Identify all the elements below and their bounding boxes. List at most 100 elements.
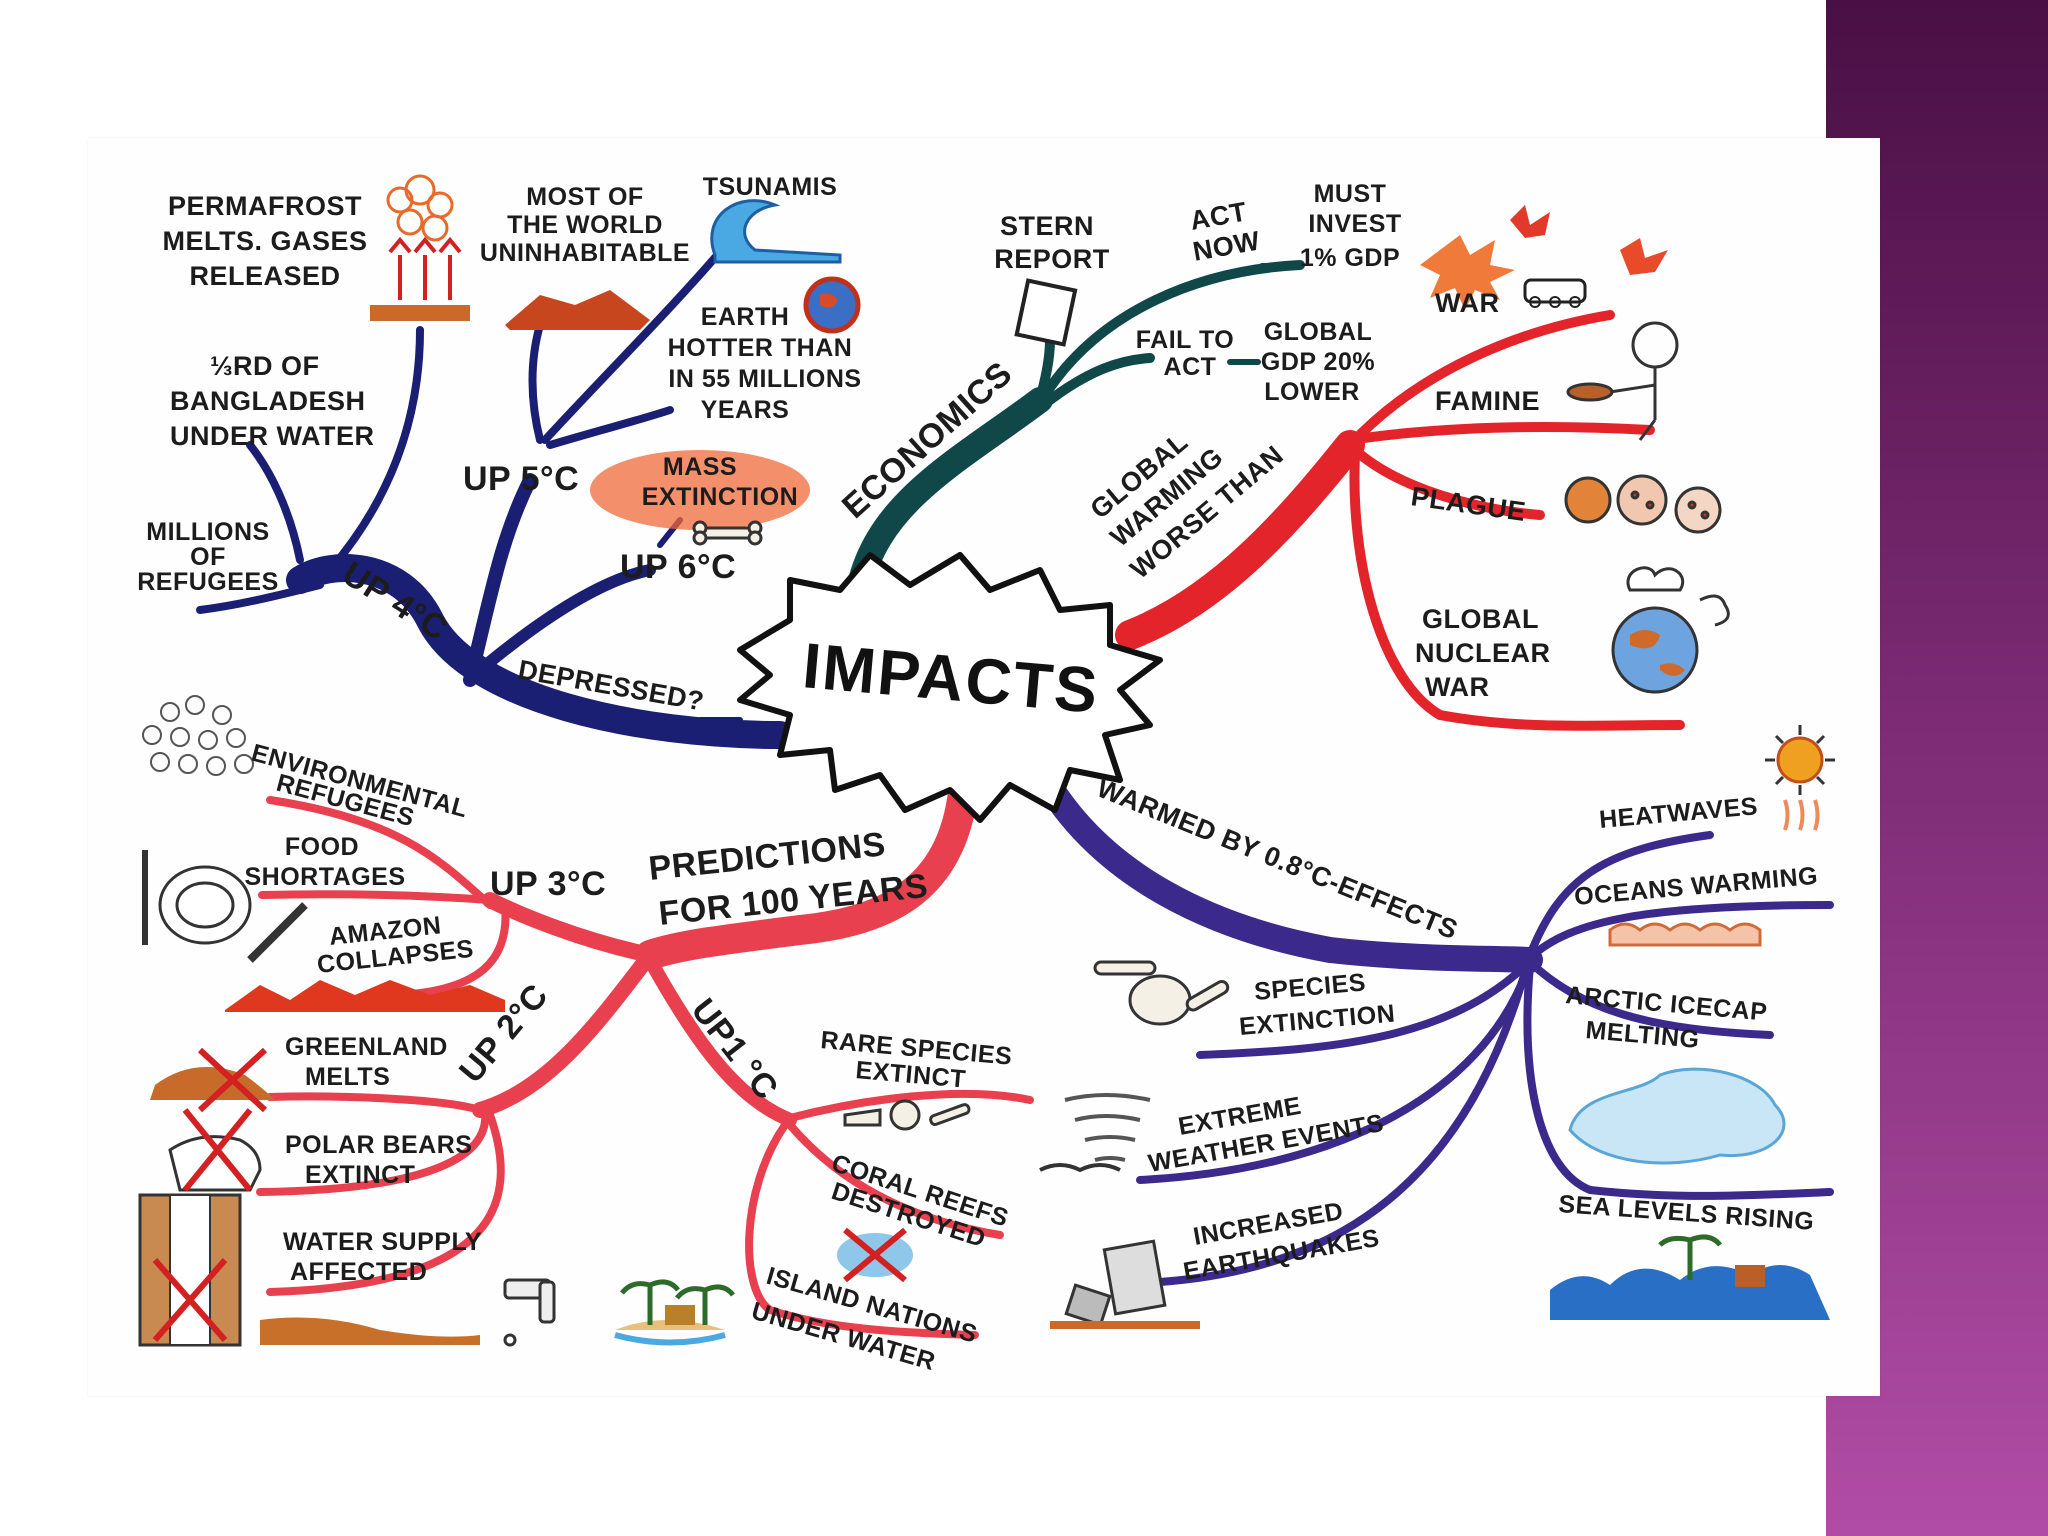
label-water-2: AFFECTED [290,1258,427,1286]
forest-fire-icon [225,980,505,1012]
well-icon [138,1193,242,1347]
label-must-invest-2: INVEST [1308,210,1401,238]
label-fail-to-act-1: FAIL TO [1136,326,1234,354]
label-millions-refugees-1: MILLIONS [146,518,269,546]
branch-famine [1345,422,1655,445]
branch-water [266,1111,505,1296]
label-nuclear-war-1: GLOBAL [1422,604,1539,634]
hot-land-icon [505,290,650,330]
label-up6: UP 6°C [620,548,736,586]
hot-earth-icon [803,276,861,334]
branch-millions-refugees [196,581,324,614]
branch-up5 [463,473,537,687]
branch-plague [1350,445,1545,520]
label-stern-2: REPORT [994,244,1110,274]
label-fail-to-act-2: ACT [1164,353,1217,381]
branch-earth-hotter [546,406,674,449]
label-mass-extinction-2: EXTINCTION [642,483,798,511]
branch-temperature [196,236,794,749]
label-polar-1: POLAR BEARS [285,1131,472,1159]
center-node: IMPACTS [737,552,1163,823]
tornado-icon [1039,1093,1151,1173]
branch-amazon [396,901,510,999]
label-tsunamis: TSUNAMIS [703,173,838,201]
report-paper-icon [1014,278,1078,347]
branch-greenland [266,1092,484,1114]
label-millions-refugees-2: OF [190,543,226,571]
label-permafrost-3: RELEASED [189,261,340,291]
branch-up6 [474,564,656,676]
coral-reef-icon [837,1227,913,1283]
branch-fail-to-act [1045,353,1155,405]
label-polar-2: EXTINCT [305,1161,415,1189]
label-bangladesh-1: ⅓RD OF [210,351,320,381]
branch-worse-than-trunk [1115,430,1365,650]
branch-oceans [1526,901,1834,962]
branch-temperature-trunk [286,554,794,749]
earthquake-icon [1050,1239,1200,1329]
label-greenland-2: MELTS [305,1063,390,1091]
label-nuclear-war-3: WAR [1425,672,1490,702]
branch-war [1345,310,1615,450]
label-food-2: SHORTAGES [245,863,406,891]
ocean-waves-icon [1608,922,1762,947]
decorations [138,174,1835,1347]
label-food-1: FOOD [285,833,359,861]
label-must-invest-3: 1% GDP [1300,244,1400,272]
tap-icon [503,1278,556,1347]
skeleton-icon [1093,960,1230,1026]
branch-heatwaves [1526,831,1714,959]
label-earth-hotter-4: YEARS [701,396,790,424]
branch-predictions-trunk [635,755,980,970]
branch-island [745,1121,979,1339]
label-warmed: WARMED BY 0.8°C-EFFECTS [1093,773,1462,946]
dry-land-icon [260,1317,480,1345]
branch-warmed-trunk [1027,757,1543,973]
label-bangladesh-3: UNDER WATER [170,421,375,451]
island-icon [614,1279,735,1346]
label-water-1: WATER SUPPLY [283,1228,482,1256]
permafrost-gas-icon [370,174,470,321]
label-millions-refugees-3: REFUGEES [137,568,279,596]
branch-food [258,890,494,904]
refugee-faces-icon [142,695,254,776]
branch-earthquakes [1156,968,1529,1286]
sun-icon [1765,725,1835,831]
center-starburst [737,552,1163,823]
label-up3: UP 3°C [490,865,606,903]
label-uninhabitable-1: MOST OF [526,183,643,211]
label-mass-extinction-1: MASS [663,453,737,481]
branch-weather [1136,964,1532,1184]
tsunami-icon [710,199,842,264]
branch-predictions [256,755,1034,1339]
label-bangladesh-2: BANGLADESH [170,386,366,416]
label-nuclear-war-2: NUCLEAR [1415,638,1551,668]
nuclear-earth-icon [1611,566,1730,694]
branch-permafrost [326,326,424,574]
branch-uninhabitable [528,321,544,444]
branch-bangladesh [246,441,304,564]
branch-warmed [1027,757,1834,1286]
label-gdp-lower-2: GDP 20% [1261,348,1375,376]
skull-icon [843,1099,971,1131]
label-greenland-1: GREENLAND [285,1033,448,1061]
label-uninhabitable-3: UNINHABITABLE [480,239,690,267]
branch-tsunamis [541,236,734,444]
ice-cap-icon [1568,1067,1786,1165]
plague-faces-icon [1564,474,1722,534]
branch-up3 [482,892,658,963]
branch-up1 [643,953,797,1127]
label-permafrost-1: PERMAFROST [168,191,362,221]
branch-coral [786,1121,1004,1239]
branch-worse-than [1115,310,1685,731]
label-species-1: SPECIES [1253,968,1367,1006]
label-earth-hotter-2: HOTTER THAN [668,334,853,362]
bone-icon [692,520,763,546]
label-stern-1: STERN [1000,211,1094,241]
label-uninhabitable-2: THE WORLD [507,211,663,239]
label-up5: UP 5°C [463,460,579,498]
label-earth-hotter-1: EARTH [701,303,790,331]
mass-extinction-fire-icon [590,450,810,530]
label-war: WAR [1435,288,1500,318]
